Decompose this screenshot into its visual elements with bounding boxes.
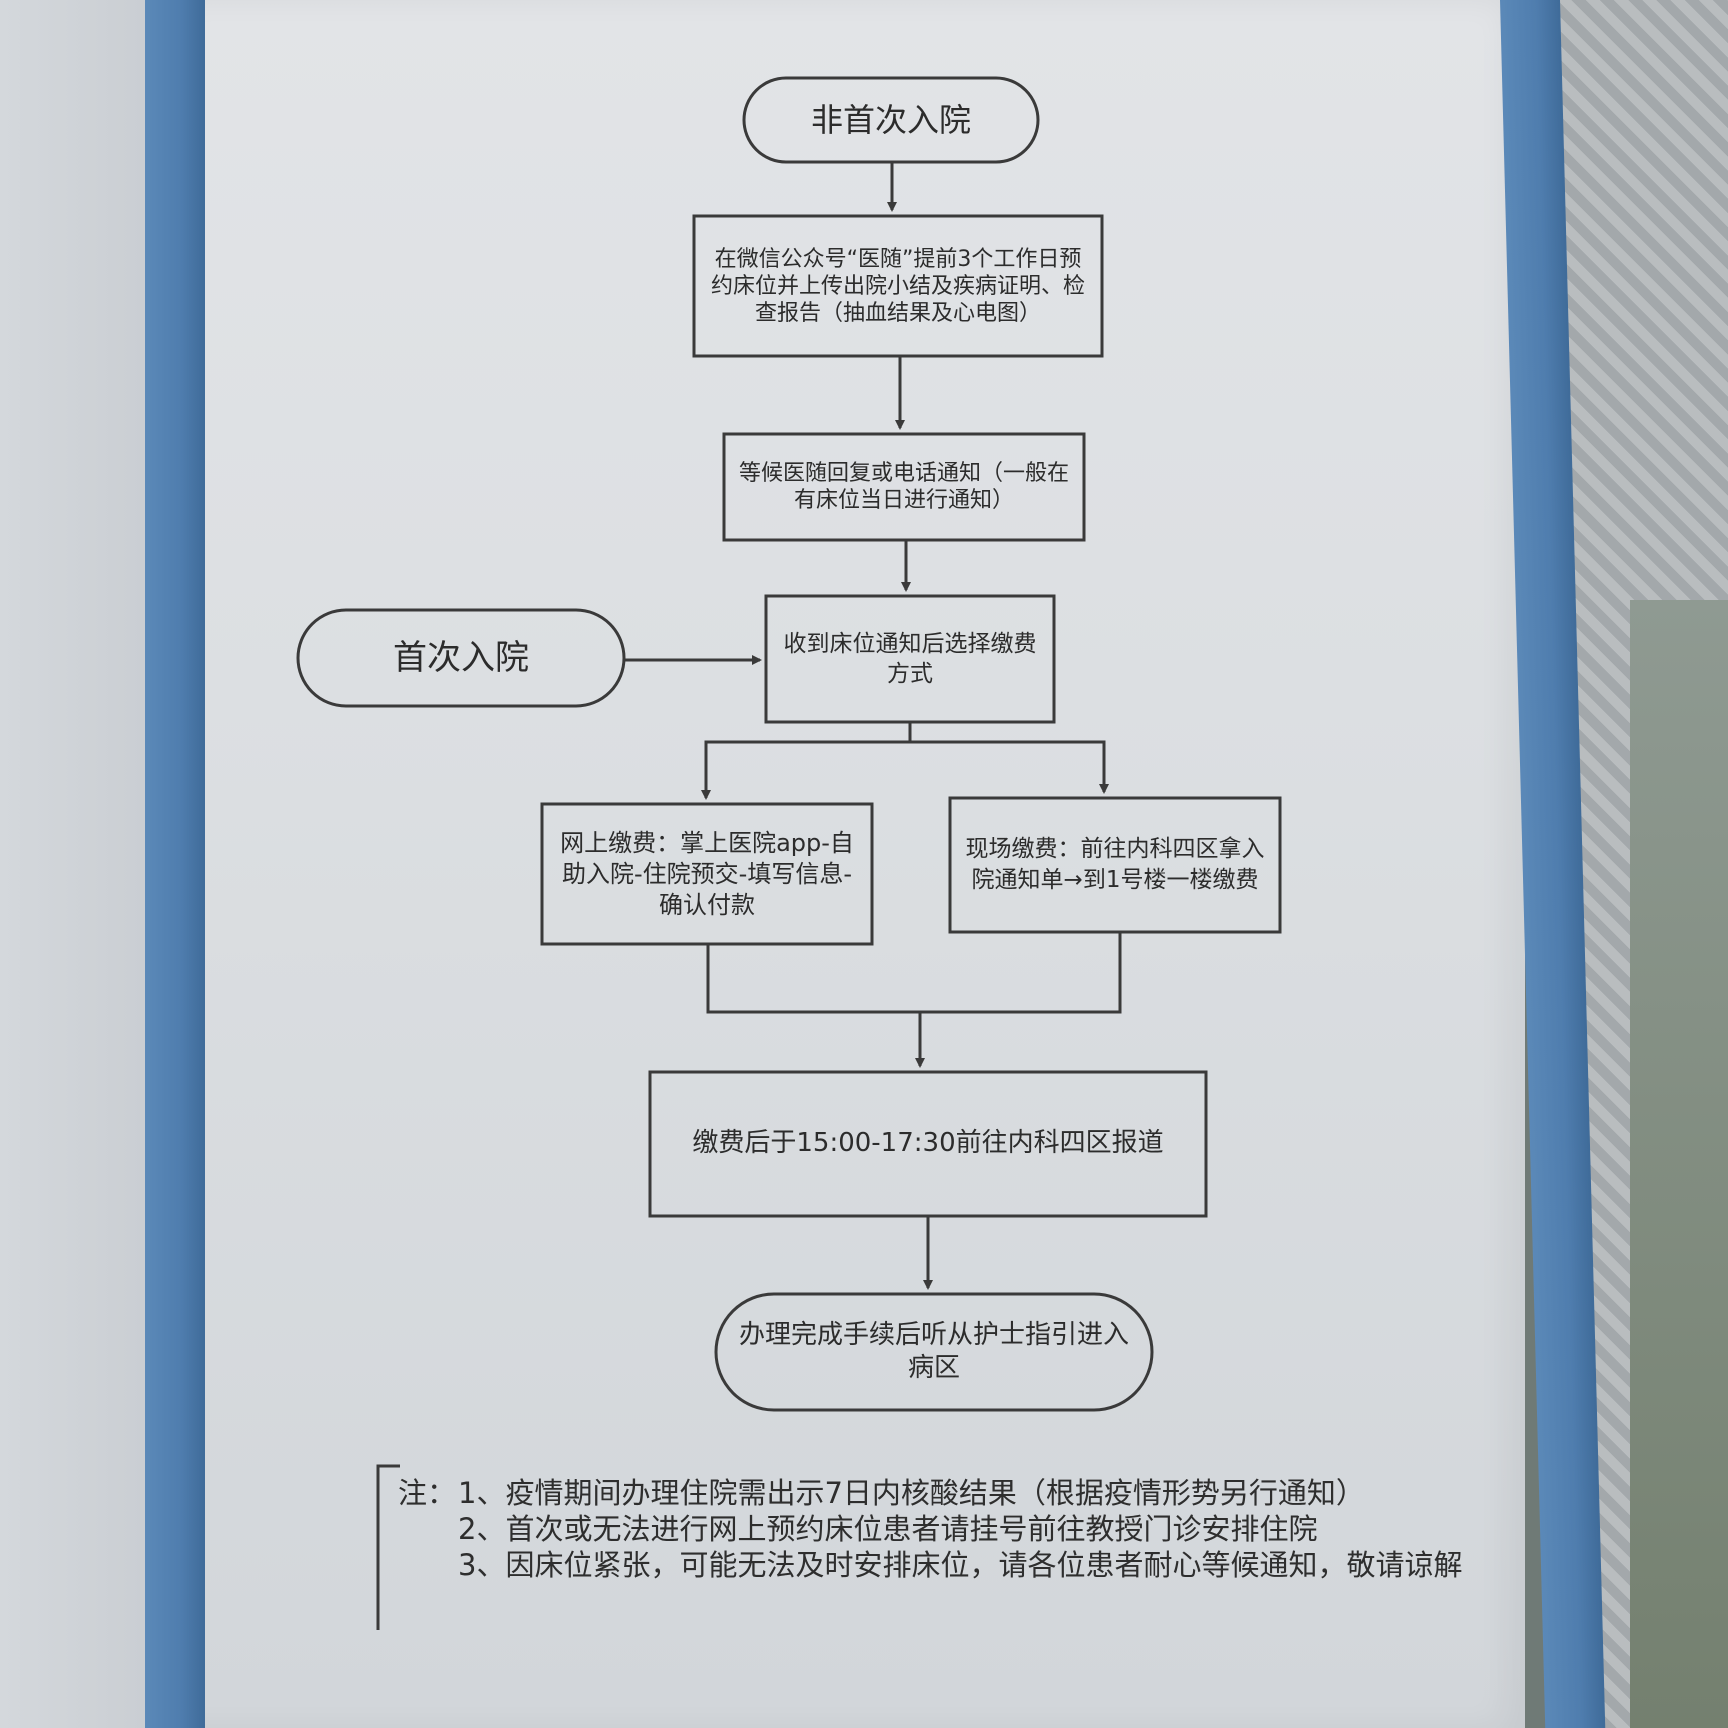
connector-merge: [706, 932, 1122, 1014]
note-item-1: 1、疫情期间办理住院需出示7日内核酸结果（根据疫情形势另行通知）: [458, 1476, 1365, 1510]
start-first-shape: [296, 608, 626, 708]
note-item-2: 2、首次或无法进行网上预约床位患者请挂号前往教授门诊安排住院: [458, 1512, 1318, 1546]
online-payment-label: 网上缴费：掌上医院app-自助入院-住院预交-填写信息-确认付款: [560, 828, 854, 919]
start-first-label: 首次入院: [393, 637, 529, 678]
wait-notice-label: 等候医随回复或电话通知（一般在有床位当日进行通知）: [738, 461, 1069, 513]
connector-choose-split-right: [910, 740, 1109, 794]
wechat-booking-shape: [692, 214, 1104, 358]
note-row-3: 3、因床位紧张，可能无法及时安排床位，请各位患者耐心等候通知，敬请谅解: [398, 1547, 1548, 1583]
choose-payment-label: 收到床位通知后选择缴费方式: [783, 631, 1037, 687]
finish-shape: [714, 1292, 1154, 1412]
report-label: 缴费后于15:00-17:30前往内科四区报道: [692, 1128, 1164, 1159]
note-item-3: 3、因床位紧张，可能无法及时安排床位，请各位患者耐心等候通知，敬请谅解: [458, 1548, 1463, 1582]
start-repeat-label: 非首次入院: [810, 100, 971, 139]
note-bracket: [376, 1464, 400, 1630]
finish-label: 办理完成手续后听从护士指引进入病区: [738, 1320, 1129, 1383]
background-right-lower: [1630, 600, 1728, 1728]
notes-block: 注： 1、疫情期间办理住院需出示7日内核酸结果（根据疫情形势另行通知） 2、首次…: [398, 1475, 1548, 1583]
note-prefix: 注：: [398, 1476, 457, 1510]
folder-binding-left: [145, 0, 205, 1728]
wait-notice-shape: [722, 432, 1086, 542]
note-row-1: 注： 1、疫情期间办理住院需出示7日内核酸结果（根据疫情形势另行通知）: [398, 1475, 1548, 1511]
note-row-2: 2、首次或无法进行网上预约床位患者请挂号前往教授门诊安排住院: [398, 1511, 1548, 1547]
connector-choose-split: [701, 722, 912, 800]
paper-sheet: [195, 0, 1525, 1728]
onsite-payment-shape: [948, 796, 1282, 934]
onsite-payment-label: 现场缴费：前往内科四区拿入院通知单→到1号楼一楼缴费: [965, 836, 1265, 893]
background-left: [0, 0, 160, 1728]
wechat-booking-label: 在微信公众号“医随”提前3个工作日预约床位并上传出院小结及疾病证明、检查报告（抽…: [710, 246, 1085, 326]
